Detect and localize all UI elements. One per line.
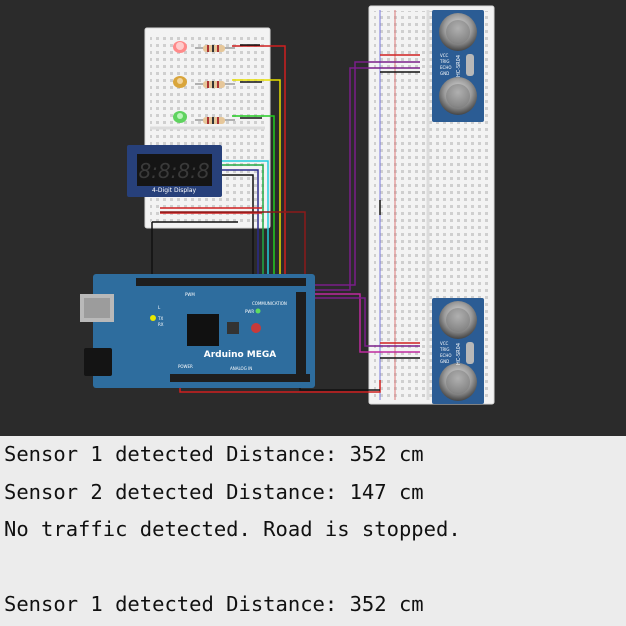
- wires: [151, 44, 420, 393]
- board-power-label: POWER: [178, 364, 193, 369]
- four-digit-display[interactable]: 8:8:8:8 4-Digit Display: [127, 145, 222, 197]
- svg-text:TRIG: TRIG: [439, 59, 450, 64]
- green-led[interactable]: [173, 111, 187, 123]
- board-brand: Arduino MEGA: [204, 350, 277, 360]
- display-digits: 8:8:8:8: [138, 159, 209, 183]
- serial-monitor[interactable]: Sensor 1 detected Distance: 352 cm Senso…: [0, 436, 626, 626]
- svg-text:VCC: VCC: [440, 53, 449, 58]
- board-pwm-label: PWM: [185, 292, 195, 297]
- yellow-led[interactable]: [173, 76, 187, 88]
- serial-line: [0, 549, 626, 587]
- board-rx-label: RX: [158, 322, 164, 327]
- ultrasonic-sensor-2[interactable]: HC-SR04 VCC TRIG ECHO GND: [432, 298, 484, 404]
- svg-text:ECHO: ECHO: [440, 353, 451, 358]
- display-label: 4-Digit Display: [152, 187, 197, 194]
- board-l-led-label: L: [158, 305, 161, 310]
- svg-text:ECHO: ECHO: [440, 65, 451, 70]
- serial-line: Sensor 2 detected Distance: 147 cm: [4, 479, 424, 504]
- board-analog-label: ANALOG IN: [230, 366, 252, 371]
- resistor-1[interactable]: [195, 45, 235, 52]
- svg-text:GND: GND: [440, 71, 449, 76]
- board-pwr-led-label: PWR: [245, 309, 254, 314]
- simulation-canvas[interactable]: 8:8:8:8 4-Digit Display: [0, 0, 626, 436]
- serial-line: Sensor 1 detected Distance: 352 cm: [4, 442, 424, 466]
- svg-text:TRIG: TRIG: [439, 347, 450, 352]
- resistor-3[interactable]: [195, 117, 235, 124]
- serial-line: No traffic detected. Road is stopped.: [4, 517, 461, 541]
- board-communication-label: COMMUNICATION: [252, 301, 287, 306]
- breadboard-small[interactable]: [144, 27, 271, 229]
- sensor-2-label: HC-SR04: [456, 343, 462, 365]
- resistor-2[interactable]: [195, 81, 235, 88]
- svg-text:VCC: VCC: [440, 341, 449, 346]
- arduino-mega-board[interactable]: Arduino MEGA PWM COMMUNICATION ANALOG IN…: [80, 274, 315, 388]
- sensor-1-pins: VCC TRIG ECHO GND: [439, 53, 451, 76]
- serial-line: Sensor 1 detected Distance: 352 cm: [4, 592, 424, 616]
- sensor-2-pins: VCC TRIG ECHO GND: [439, 341, 451, 364]
- sensor-1-label: HC-SR04: [456, 55, 462, 77]
- board-tx-label: TX: [157, 316, 163, 321]
- svg-text:GND: GND: [440, 359, 449, 364]
- red-led[interactable]: [173, 41, 187, 53]
- ultrasonic-sensor-1[interactable]: HC-SR04 VCC TRIG ECHO GND: [432, 10, 484, 122]
